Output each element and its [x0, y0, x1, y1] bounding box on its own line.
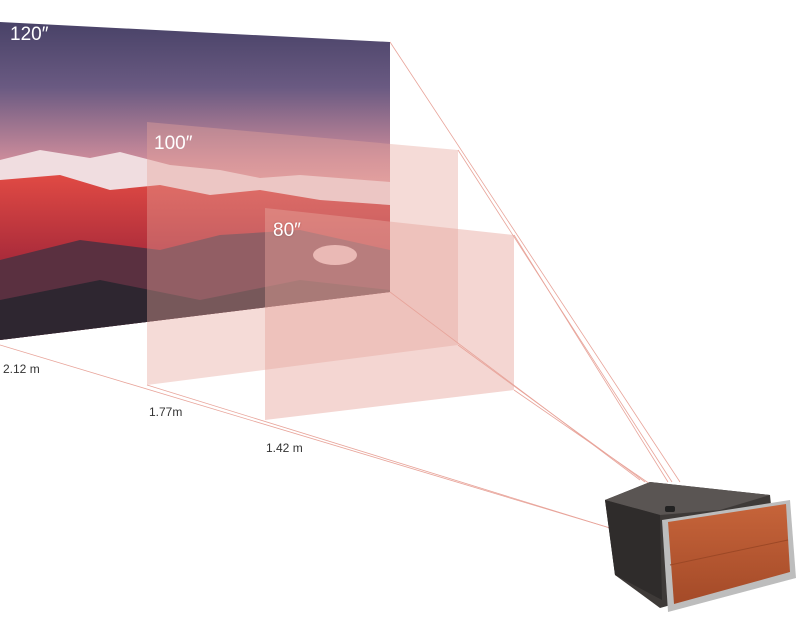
distance-label-120: 2.12 m	[3, 362, 40, 376]
distance-label-100: 1.77m	[149, 405, 183, 419]
screen-80	[265, 208, 514, 420]
focus-knob-icon	[665, 506, 675, 512]
beam-lines	[0, 41, 681, 529]
projector	[605, 482, 796, 612]
size-label-120: 120″	[10, 24, 49, 45]
distance-label-80: 1.42 m	[266, 441, 303, 455]
screen-100	[147, 122, 458, 385]
size-label-100: 100″	[154, 133, 193, 154]
size-label-80: 80″	[273, 220, 301, 241]
